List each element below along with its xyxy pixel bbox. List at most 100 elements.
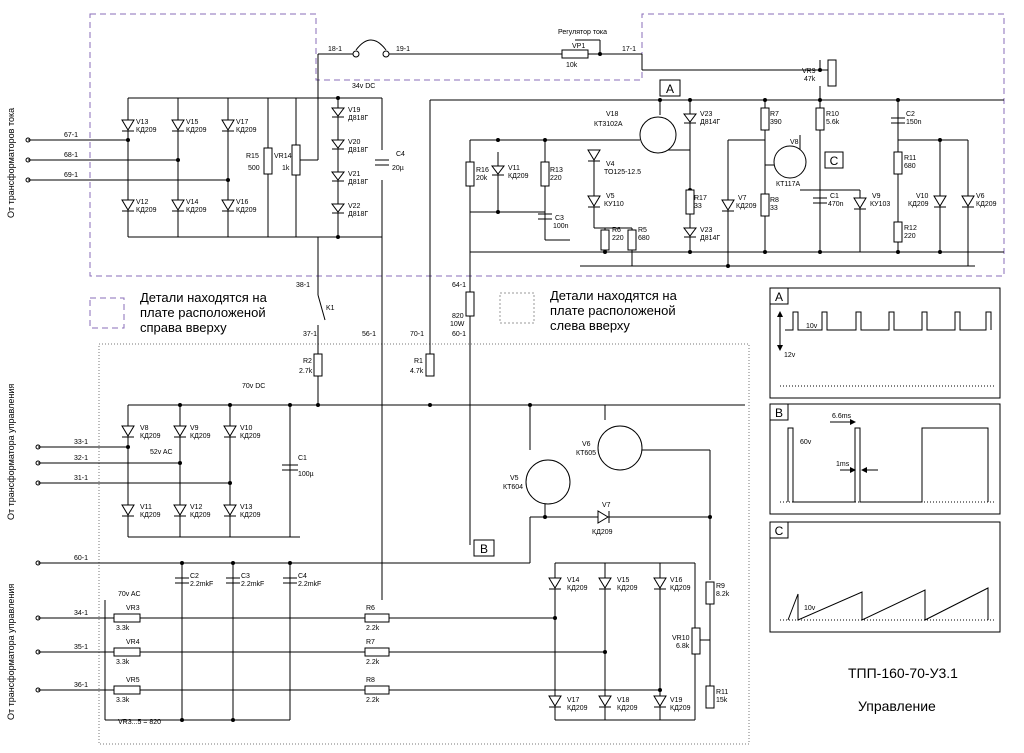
r7-name: R7	[770, 111, 779, 118]
r16-name: R16	[476, 167, 489, 174]
v15-val: КД209	[186, 127, 207, 134]
diode-b-v18	[598, 695, 612, 708]
resistor-r13	[540, 161, 550, 187]
wire-37: 37-1	[303, 331, 317, 338]
vr5-val: 3.3k	[116, 697, 130, 704]
transistor-b-v5	[525, 459, 571, 505]
transistor-v8	[773, 145, 807, 179]
waveform-b-trace	[787, 427, 989, 503]
r6-name: R6	[612, 227, 621, 234]
diode-v7	[721, 199, 735, 212]
v6-name: V6	[976, 193, 985, 200]
b-v8-name: V8	[140, 425, 149, 432]
transistor-v18	[639, 116, 677, 154]
b-v10-val: КД209	[240, 433, 261, 440]
wave-b-pulse: 1ms	[836, 461, 850, 468]
note-right-top: Детали находятся на плате расположеной с…	[140, 290, 267, 335]
svg-text:C: C	[775, 524, 784, 538]
r8-val: 33	[770, 205, 778, 212]
vp1-title: Регулятор тока	[558, 29, 607, 36]
marker-b: B	[473, 539, 495, 557]
resistor-r5	[627, 229, 637, 251]
r6-val: 220	[612, 235, 624, 242]
wire-60: 60-1	[74, 555, 88, 562]
note-left-line-1: Детали находятся на	[550, 288, 677, 303]
potentiometer-vr5	[113, 685, 141, 695]
v21-name: V21	[348, 171, 361, 178]
b-v13-name: V13	[240, 504, 253, 511]
potentiometer-vr14	[291, 144, 301, 176]
wire-69: 69-1	[64, 172, 78, 179]
v22-name: V22	[348, 203, 361, 210]
wire-70: 70-1	[410, 331, 424, 338]
vr4-val: 3.3k	[116, 659, 130, 666]
connector-18	[352, 50, 360, 58]
b-v18-val: КД209	[617, 705, 638, 712]
resistor-r11b	[705, 685, 715, 709]
r11-val: 680	[904, 163, 916, 170]
r7-val: 390	[770, 119, 782, 126]
resistor-r7b	[364, 647, 390, 657]
marker-a: A	[659, 79, 681, 97]
lower-board-border	[98, 343, 750, 745]
c4-val: 20µ	[392, 165, 404, 172]
marker-c: C	[824, 151, 844, 169]
r9-name: R9	[716, 583, 725, 590]
potentiometer-vr4	[113, 647, 141, 657]
waveform-panel-a: A	[769, 287, 1001, 399]
component-symbols	[113, 39, 975, 709]
waveform-panel-b: B	[769, 403, 1001, 515]
b-v12-val: КД209	[190, 512, 211, 519]
label-control-transformers-2: От трансформатора управления	[6, 584, 16, 720]
c1-val: 470n	[828, 201, 844, 208]
v9-name: V9	[872, 193, 881, 200]
b-v16-name: V16	[670, 577, 683, 584]
v12-name: V12	[136, 199, 149, 206]
potentiometer-vr9	[827, 59, 837, 87]
thyristor-v5	[587, 195, 601, 208]
b-c2-name: C2	[190, 573, 199, 580]
capacitor-b-c1	[282, 464, 298, 471]
vr4-name: VR4	[126, 639, 140, 646]
capacitor-b-c4	[283, 577, 297, 584]
k1-label: K1	[326, 305, 335, 312]
wave-a-amp: 10v	[806, 323, 818, 330]
r11-name: R11	[904, 155, 916, 162]
v9-val: КУ103	[870, 201, 890, 208]
vr9-name: VR9	[802, 68, 816, 75]
wire-56: 56-1	[362, 331, 376, 338]
v4-val: ТО125-12.5	[604, 169, 641, 176]
capacitor-c4	[375, 159, 389, 166]
r7b-val: 2.2k	[366, 659, 380, 666]
v11-val: КД209	[508, 173, 529, 180]
vr9-value: 47k	[804, 76, 816, 83]
vr14-name: VR14	[274, 153, 292, 160]
diode-v12	[121, 199, 135, 212]
vr3-name: VR3	[126, 605, 140, 612]
r6b-val: 2.2k	[366, 625, 380, 632]
diode-b-v13	[223, 504, 237, 517]
v18-name: V18	[606, 111, 619, 118]
c1-name: C1	[830, 193, 839, 200]
b-v9-name: V9	[190, 425, 199, 432]
capacitor-c1	[813, 197, 827, 204]
v8-name: V8	[790, 139, 799, 146]
diode-b-v19	[653, 695, 667, 708]
b-v7-val: КД209	[592, 529, 613, 536]
wire-38: 38-1	[296, 282, 310, 289]
resistor-r9	[705, 581, 715, 605]
resistor-r17	[685, 189, 695, 215]
r11b-name: R11	[716, 689, 728, 696]
diode-v13	[121, 119, 135, 132]
b-c4-val: 2.2mkF	[298, 581, 321, 588]
b-v13-val: КД209	[240, 512, 261, 519]
b-v6-val: КТ605	[576, 450, 596, 457]
c2-val: 150n	[906, 119, 922, 126]
resistor-r16	[465, 161, 475, 187]
v22-val: Д818Г	[348, 211, 368, 218]
b-v17-name: V17	[567, 697, 580, 704]
wire-34: 34-1	[74, 610, 88, 617]
r5-name: R5	[638, 227, 647, 234]
wire-32: 32-1	[74, 455, 88, 462]
vr10-name: VR10	[672, 635, 690, 642]
